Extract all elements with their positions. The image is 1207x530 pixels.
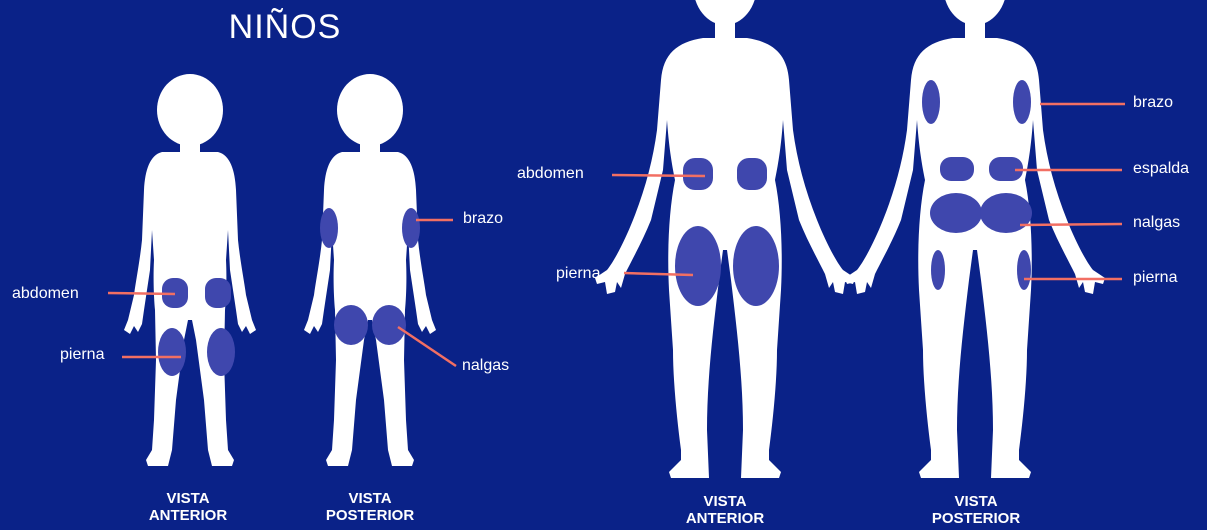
adult-buttock-right-site bbox=[980, 193, 1032, 233]
kids-pierna-label: pierna bbox=[60, 346, 104, 364]
adult-front-figure bbox=[595, 0, 855, 478]
kids-nalgas-leader bbox=[398, 327, 456, 366]
adult-abdomen-left-site bbox=[683, 158, 713, 190]
kids-brazo-label: brazo bbox=[463, 210, 503, 228]
child-front-figure bbox=[124, 74, 256, 466]
child-leg-right-site bbox=[207, 328, 235, 376]
child-buttock-left-site bbox=[334, 305, 368, 345]
adult-arm-right-site bbox=[1013, 80, 1031, 124]
adult-pierna-label: pierna bbox=[556, 265, 600, 283]
adult-espalda-label: espalda bbox=[1133, 160, 1189, 178]
child-leg-left-site bbox=[158, 328, 186, 376]
adult-brazo-label: brazo bbox=[1133, 94, 1173, 112]
child-arm-right-site bbox=[402, 208, 420, 248]
child-back-figure bbox=[304, 74, 436, 466]
adult-leg-back-left-site bbox=[931, 250, 945, 290]
kids-abdomen-leader bbox=[108, 293, 175, 294]
adult-leg-back-right-site bbox=[1017, 250, 1031, 290]
adult-back-left-site bbox=[940, 157, 974, 181]
child-buttock-right-site bbox=[372, 305, 406, 345]
adult-back-figure bbox=[845, 0, 1105, 478]
child-abdomen-right-site bbox=[205, 278, 231, 308]
kids-abdomen-label: abdomen bbox=[12, 285, 79, 303]
child-arm-left-site bbox=[320, 208, 338, 248]
adult-nalgas-leader bbox=[1020, 224, 1122, 225]
adult-pierna-back-label: pierna bbox=[1133, 269, 1177, 287]
adult-abdomen-label: abdomen bbox=[517, 165, 584, 183]
adult-leg-left-site bbox=[675, 226, 721, 306]
adult-leg-right-site bbox=[733, 226, 779, 306]
adult-nalgas-label: nalgas bbox=[1133, 214, 1180, 232]
adult-abdomen-leader bbox=[612, 175, 705, 176]
adult-buttock-left-site bbox=[930, 193, 982, 233]
kids-nalgas-label: nalgas bbox=[462, 357, 509, 375]
adult-arm-left-site bbox=[922, 80, 940, 124]
adult-abdomen-right-site bbox=[737, 158, 767, 190]
